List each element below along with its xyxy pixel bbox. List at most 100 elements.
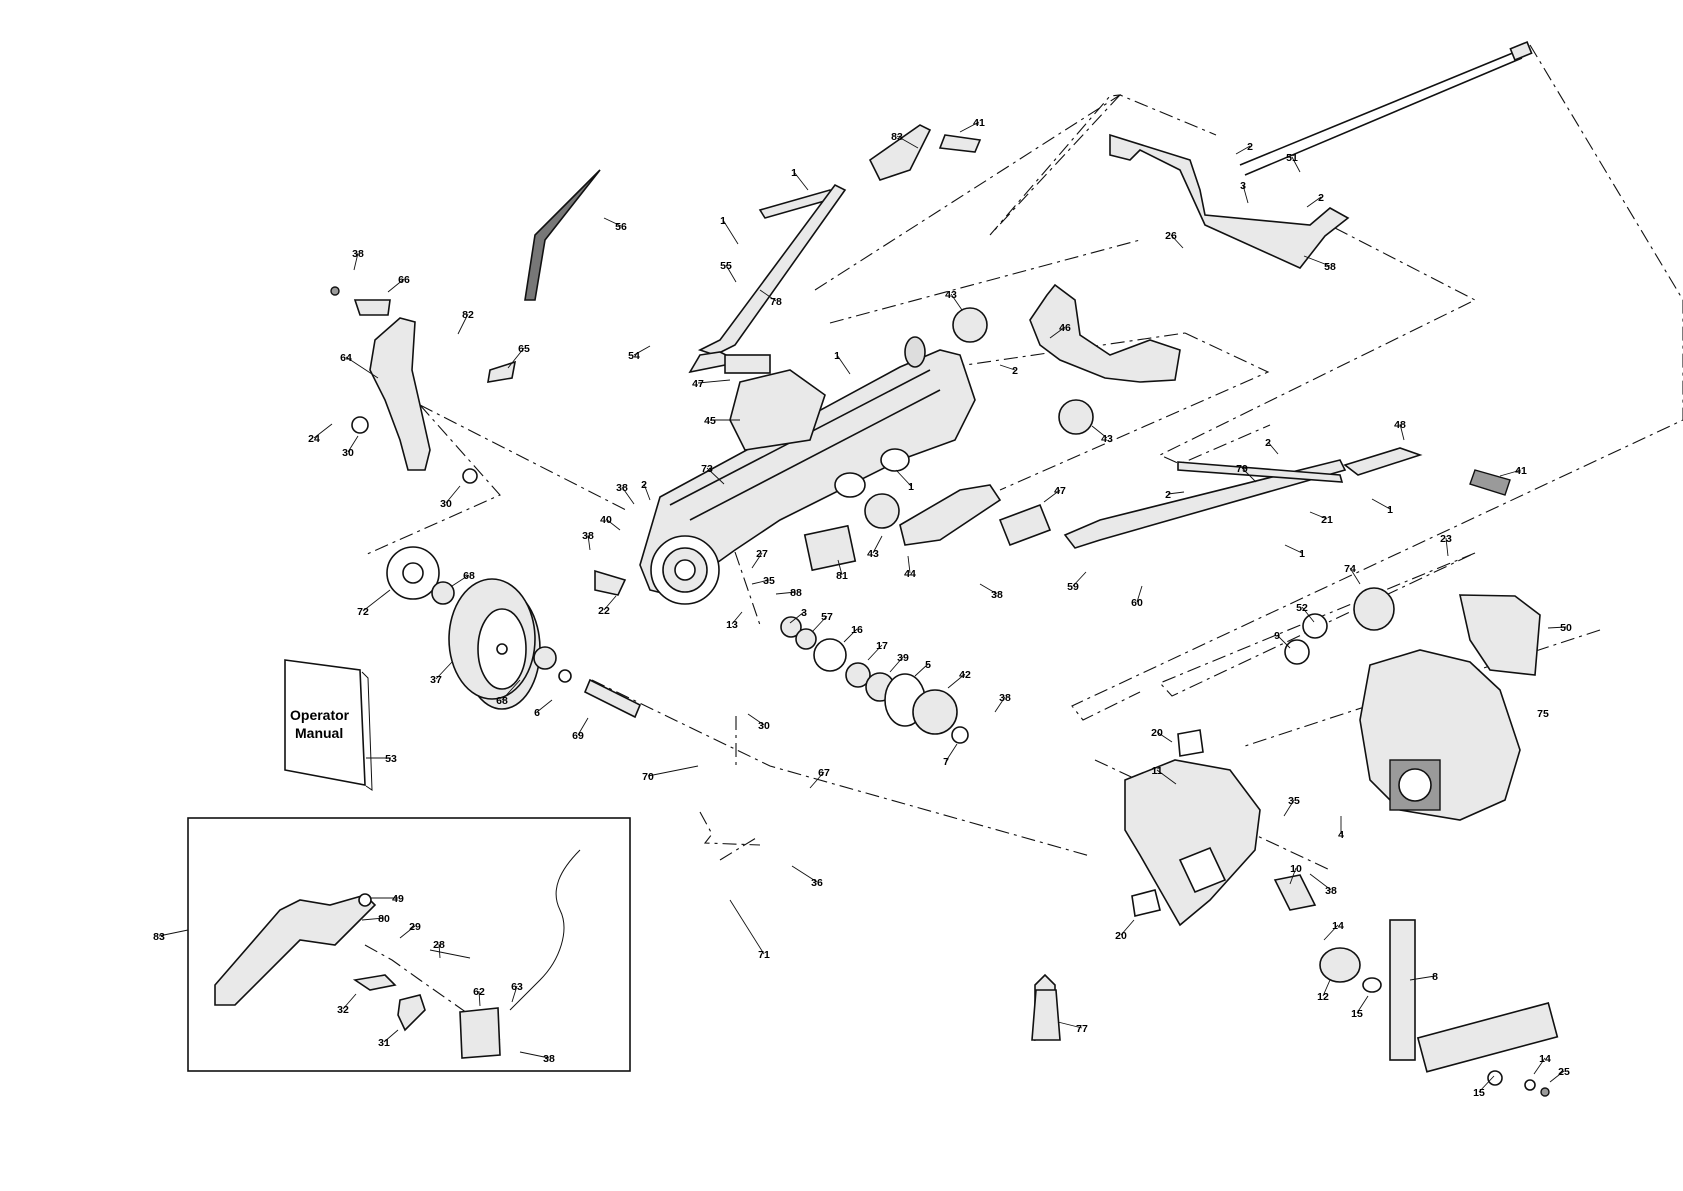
callout-leader-line: [1283, 799, 1295, 817]
manual-title-line1: Operator: [290, 707, 350, 723]
manual-title-line2: Manual: [295, 725, 343, 741]
part-number-label: 11: [1151, 765, 1162, 777]
part-number-label: 29: [409, 921, 421, 933]
callout-leader-line: [959, 121, 980, 133]
part-number-label: 38: [352, 248, 364, 260]
part-callout-37: 37: [430, 661, 453, 686]
part-number-label: 47: [1054, 485, 1066, 497]
callout-leader-line: [731, 611, 743, 625]
callout-leader-line: [809, 771, 825, 789]
part-number-label: 43: [1101, 433, 1113, 445]
callout-leader-line: [697, 379, 731, 384]
part-callout-20: 20: [1115, 919, 1135, 942]
part-callout-26: 26: [1165, 230, 1184, 249]
part-callout-1: 1: [834, 350, 851, 375]
part-callout-2: 2: [1265, 437, 1279, 455]
part-callout-80: 80: [361, 913, 390, 925]
callout-leader-line: [896, 135, 919, 149]
part-number-label: 83: [891, 131, 903, 143]
part-callout-51: 51: [1286, 152, 1301, 173]
callout-leader-line: [345, 356, 379, 379]
callout-leader-line: [1242, 184, 1249, 204]
part-number-label: 53: [385, 753, 397, 765]
engine-and-tines: [1034, 587, 1559, 1097]
callout-leader-line: [158, 929, 189, 937]
callout-leader-line: [1301, 606, 1315, 623]
callout-leader-line: [383, 1029, 399, 1043]
callout-leader-line: [775, 591, 797, 595]
callout-leader-line: [1167, 491, 1185, 495]
part-number-label: 73: [701, 463, 713, 475]
part-number-label: 16: [851, 624, 863, 636]
part-number-label: 45: [704, 415, 716, 427]
part-number-label: 43: [945, 289, 957, 301]
part-number-label: 36: [811, 877, 823, 889]
part-callout-68: 68: [496, 679, 521, 707]
part-number-label: 74: [1344, 563, 1356, 575]
part-callout-35: 35: [751, 575, 775, 587]
part-callout-63: 63: [511, 981, 523, 1003]
callout-leader-line: [1291, 156, 1301, 173]
part-callout-5: 5: [914, 659, 931, 677]
part-number-label: 68: [463, 570, 475, 582]
part-callout-11: 11: [1151, 765, 1177, 785]
part-number-label: 44: [904, 568, 916, 580]
callout-leader-line: [1043, 489, 1061, 503]
callout-leader-line: [836, 354, 851, 375]
callout-leader-line: [511, 985, 518, 1003]
part-callout-30: 30: [342, 435, 359, 459]
part-number-label: 9: [1274, 630, 1280, 642]
callout-leader-line: [1091, 425, 1108, 439]
callout-leader-line: [907, 555, 911, 574]
part-number-label: 77: [1076, 1023, 1088, 1035]
part-number-label: 2: [1318, 192, 1324, 204]
part-callout-53: 53: [366, 753, 397, 765]
part-callout-6: 6: [534, 699, 553, 719]
callout-leader-line: [999, 364, 1016, 371]
part-callout-25: 25: [1549, 1066, 1570, 1083]
callout-leader-line: [1072, 571, 1087, 587]
callout-leader-line: [1399, 423, 1405, 441]
part-number-label: 54: [628, 350, 640, 362]
part-number-label: 2: [1165, 489, 1171, 501]
part-number-label: 59: [1067, 581, 1079, 593]
part-number-label: 35: [1288, 795, 1300, 807]
part-callout-50: 50: [1547, 622, 1572, 634]
part-number-label: 60: [1131, 597, 1143, 609]
part-number-label: 79: [1236, 463, 1248, 475]
part-number-label: 41: [973, 117, 985, 129]
callout-leader-line: [362, 589, 391, 612]
part-callout-31: 31: [378, 1029, 399, 1049]
part-callout-65: 65: [507, 343, 530, 369]
part-number-label: 17: [876, 640, 888, 652]
part-callout-38: 38: [519, 1051, 555, 1065]
callout-leader-line: [1235, 145, 1251, 155]
part-number-label: 2: [1247, 141, 1253, 153]
part-callout-30: 30: [440, 485, 461, 510]
callout-leader-line: [501, 679, 521, 701]
callout-leader-line: [791, 865, 818, 883]
part-callout-9: 9: [1274, 630, 1291, 649]
callout-leader-line: [759, 289, 777, 302]
callout-leader-line: [1499, 469, 1522, 477]
part-callout-13: 13: [726, 611, 743, 631]
part-callout-39: 39: [889, 652, 909, 673]
callout-leader-line: [605, 518, 621, 531]
part-number-label: 4: [1338, 829, 1344, 841]
part-callout-57: 57: [811, 611, 833, 633]
part-callout-77: 77: [1057, 1021, 1088, 1035]
part-number-label: 63: [511, 981, 523, 993]
part-callout-14: 14: [1323, 920, 1344, 941]
part-callout-64: 64: [340, 352, 379, 379]
oil-bottle: [1031, 989, 1061, 1041]
callout-leader-line: [872, 535, 883, 554]
part-callout-1: 1: [791, 167, 809, 191]
callout-leader-line: [725, 264, 737, 283]
crank-handles-and-bars: [524, 41, 1533, 549]
callout-leader-line: [1120, 919, 1135, 936]
part-number-label: 32: [337, 1004, 349, 1016]
inset-throttle-handle: [187, 817, 631, 1072]
part-callout-38: 38: [979, 583, 1003, 601]
callout-leader-line: [445, 485, 461, 504]
